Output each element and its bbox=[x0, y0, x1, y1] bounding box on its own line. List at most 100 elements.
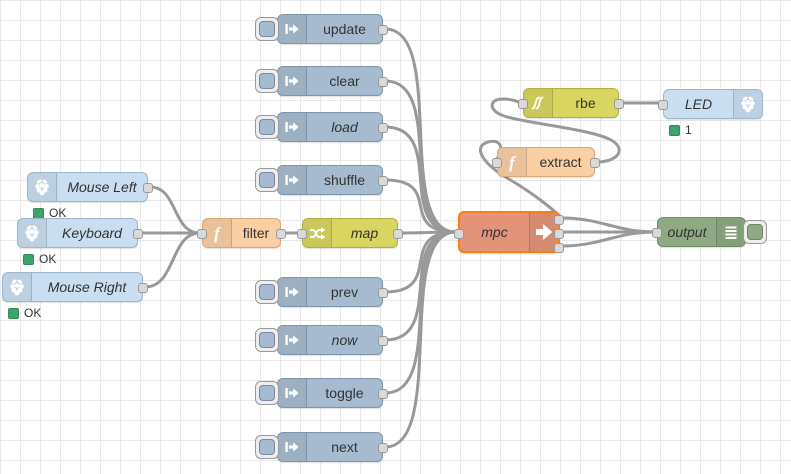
node-update[interactable]: update bbox=[255, 14, 388, 44]
function-icon: f bbox=[498, 148, 527, 176]
status-green-square bbox=[33, 207, 44, 219]
output-port[interactable] bbox=[138, 283, 148, 293]
node-label: LED bbox=[684, 96, 713, 112]
output-port[interactable] bbox=[378, 176, 388, 186]
status-text: 1 bbox=[685, 123, 692, 137]
input-port[interactable] bbox=[454, 229, 464, 239]
input-port[interactable] bbox=[492, 158, 502, 168]
output-port[interactable] bbox=[378, 389, 388, 399]
inject-icon bbox=[278, 278, 307, 306]
wire-update-mpc[interactable] bbox=[383, 27, 458, 234]
node-label: Mouse Right bbox=[47, 279, 127, 295]
wire-extract-rbe[interactable] bbox=[490, 97, 621, 164]
node-label: next bbox=[331, 439, 358, 455]
inject-icon bbox=[278, 113, 307, 141]
output-port-1[interactable] bbox=[554, 215, 564, 225]
output-port[interactable] bbox=[378, 443, 388, 453]
node-label: shuffle bbox=[324, 172, 365, 188]
status-green-square bbox=[23, 253, 34, 265]
wire-mouseleft-filter[interactable] bbox=[148, 185, 202, 235]
wire-clear-mpc[interactable] bbox=[383, 79, 458, 234]
output-port[interactable] bbox=[393, 229, 403, 239]
node-label: prev bbox=[330, 284, 359, 300]
node-label: update bbox=[323, 21, 366, 37]
node-toggle[interactable]: toggle bbox=[255, 378, 388, 408]
node-led[interactable]: LED 1 bbox=[658, 89, 763, 137]
debug-toggle-button[interactable] bbox=[743, 220, 767, 244]
node-next[interactable]: next bbox=[255, 432, 388, 462]
node-now[interactable]: now bbox=[255, 325, 388, 355]
output-port[interactable] bbox=[143, 183, 153, 193]
output-port[interactable] bbox=[378, 77, 388, 87]
inject-button[interactable] bbox=[255, 69, 279, 93]
output-port[interactable] bbox=[378, 123, 388, 133]
output-port-3[interactable] bbox=[554, 243, 564, 253]
output-port[interactable] bbox=[378, 25, 388, 35]
node-status: 1 bbox=[669, 123, 692, 137]
inject-button[interactable] bbox=[255, 17, 279, 41]
output-port[interactable] bbox=[614, 99, 624, 109]
inject-icon bbox=[278, 326, 307, 354]
node-load[interactable]: load bbox=[255, 112, 388, 142]
status-green-square bbox=[669, 124, 680, 136]
wire-load-mpc[interactable] bbox=[383, 125, 458, 234]
node-label: map bbox=[350, 225, 379, 241]
arrow-right-icon bbox=[529, 213, 558, 251]
node-keyboard[interactable]: Keyboard OK bbox=[17, 218, 143, 266]
input-port[interactable] bbox=[658, 100, 668, 110]
hysteresis-icon bbox=[524, 89, 553, 117]
input-port[interactable] bbox=[652, 228, 662, 238]
wire-mouseright-filter[interactable] bbox=[143, 231, 202, 289]
output-port[interactable] bbox=[133, 229, 143, 239]
node-prev[interactable]: prev bbox=[255, 277, 388, 307]
node-label: rbe bbox=[575, 95, 596, 111]
inject-button[interactable] bbox=[255, 168, 279, 192]
node-mpc[interactable]: mpc bbox=[454, 211, 564, 253]
wire-mpc1-extract[interactable] bbox=[478, 139, 564, 220]
node-mouse-left[interactable]: Mouse Left OK bbox=[27, 172, 153, 220]
debug-list-icon bbox=[716, 218, 745, 246]
inject-button[interactable] bbox=[255, 381, 279, 405]
input-port[interactable] bbox=[197, 229, 207, 239]
output-port-2[interactable] bbox=[554, 229, 564, 239]
output-port[interactable] bbox=[378, 336, 388, 346]
output-port[interactable] bbox=[590, 158, 600, 168]
node-output[interactable]: output bbox=[652, 217, 767, 247]
status-text: OK bbox=[24, 306, 42, 320]
node-label: Mouse Left bbox=[67, 179, 137, 195]
wire-shuffle-mpc[interactable] bbox=[383, 178, 458, 234]
inject-button[interactable] bbox=[255, 328, 279, 352]
inject-icon bbox=[278, 379, 307, 407]
inject-button[interactable] bbox=[255, 115, 279, 139]
node-extract[interactable]: f extract bbox=[492, 147, 600, 177]
node-filter[interactable]: f filter bbox=[197, 218, 286, 248]
input-port[interactable] bbox=[518, 99, 528, 109]
node-mouse-right[interactable]: Mouse Right OK bbox=[2, 272, 148, 320]
input-port[interactable] bbox=[297, 229, 307, 239]
output-port[interactable] bbox=[378, 288, 388, 298]
node-status: OK bbox=[23, 252, 56, 266]
node-label: clear bbox=[329, 73, 360, 89]
wire-mpc3-output[interactable] bbox=[560, 230, 657, 248]
inject-icon bbox=[278, 433, 307, 461]
wire-now-mpc[interactable] bbox=[383, 230, 458, 342]
status-text: OK bbox=[39, 252, 57, 266]
inject-button[interactable] bbox=[255, 435, 279, 459]
node-map[interactable]: map bbox=[297, 218, 403, 248]
status-text: OK bbox=[49, 206, 67, 220]
raspberry-pi-icon bbox=[3, 273, 32, 301]
wire-mpc1-output[interactable] bbox=[560, 216, 657, 234]
node-rbe[interactable]: rbe bbox=[518, 88, 624, 118]
status-green-square bbox=[8, 307, 19, 319]
wire-next-mpc[interactable] bbox=[383, 230, 458, 449]
function-icon: f bbox=[203, 219, 232, 247]
node-shuffle[interactable]: shuffle bbox=[255, 165, 388, 195]
raspberry-pi-icon bbox=[28, 173, 57, 201]
inject-button[interactable] bbox=[255, 280, 279, 304]
node-label: mpc bbox=[481, 224, 508, 240]
node-clear[interactable]: clear bbox=[255, 66, 388, 96]
output-port[interactable] bbox=[276, 229, 286, 239]
node-label: extract bbox=[539, 154, 582, 170]
